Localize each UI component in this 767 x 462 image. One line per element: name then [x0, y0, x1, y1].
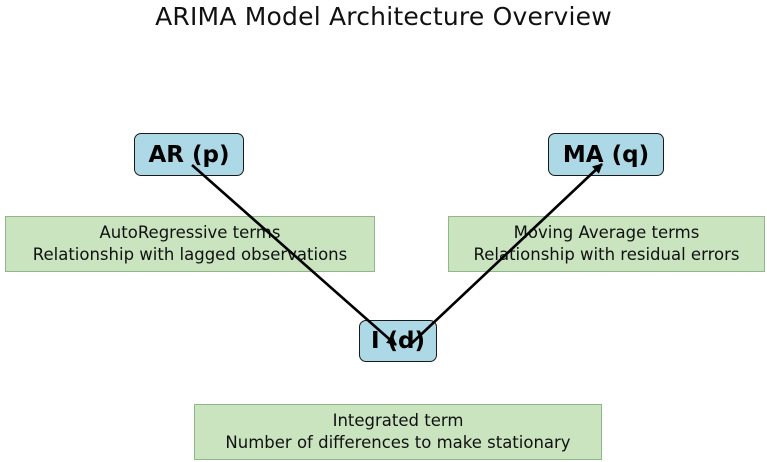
- ar-node-label: AR (p): [148, 141, 230, 168]
- i-description-line2: Number of differences to make stationary: [225, 433, 571, 452]
- ma-node-label: MA (q): [562, 141, 650, 168]
- ma-description-line1: Moving Average terms: [513, 223, 700, 242]
- diagram-title: ARIMA Model Architecture Overview: [155, 2, 612, 31]
- i-description-box: Integrated term Number of differences to…: [194, 404, 602, 460]
- ar-description-box: AutoRegressive terms Relationship with l…: [5, 216, 375, 272]
- i-node: I (d): [359, 320, 437, 362]
- i-node-label: I (d): [370, 328, 426, 354]
- ar-description-line2: Relationship with lagged observations: [32, 245, 348, 264]
- ma-description-line2: Relationship with residual errors: [473, 245, 740, 264]
- ar-node: AR (p): [134, 133, 244, 176]
- ma-node: MA (q): [548, 133, 664, 176]
- ar-description-line1: AutoRegressive terms: [99, 223, 281, 242]
- i-description-line1: Integrated term: [332, 411, 464, 430]
- ma-description-box: Moving Average terms Relationship with r…: [448, 216, 765, 272]
